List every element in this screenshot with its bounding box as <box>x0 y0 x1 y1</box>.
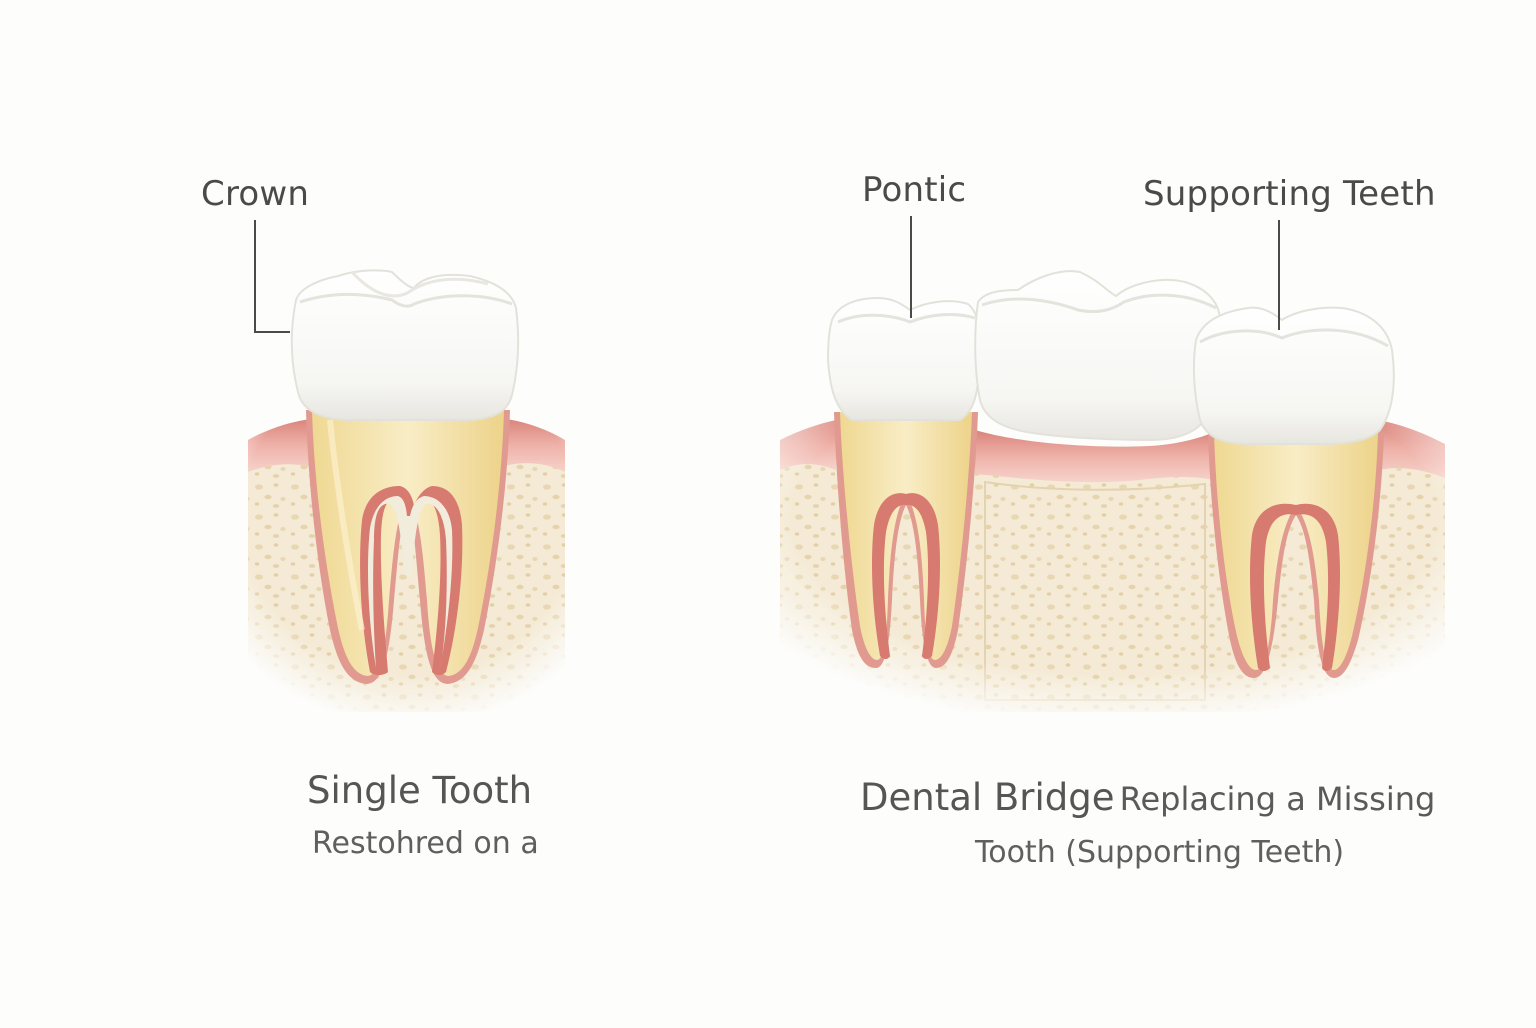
gum-left <box>780 420 836 470</box>
right-caption-title: Dental Bridge <box>860 776 1115 819</box>
pontic-label: Pontic <box>862 170 966 210</box>
right-caption-subtitle: Replacing a Missing <box>1120 780 1436 818</box>
single-tooth-illustration <box>248 270 565 712</box>
right-caption-line1: Dental Bridge Replacing a Missing <box>860 776 1435 819</box>
crown-label: Crown <box>201 174 309 214</box>
crown-leader-line <box>255 220 290 332</box>
dental-bridge-illustration <box>780 271 1445 712</box>
left-caption-line1: Single Tooth <box>307 769 532 812</box>
left-caption-line2: Restohred on a <box>312 826 539 861</box>
supporting-crown <box>1194 308 1394 444</box>
right-caption-line2: Tooth (Supporting Teeth) <box>975 835 1344 870</box>
supporting-teeth-label: Supporting Teeth <box>1143 174 1436 214</box>
